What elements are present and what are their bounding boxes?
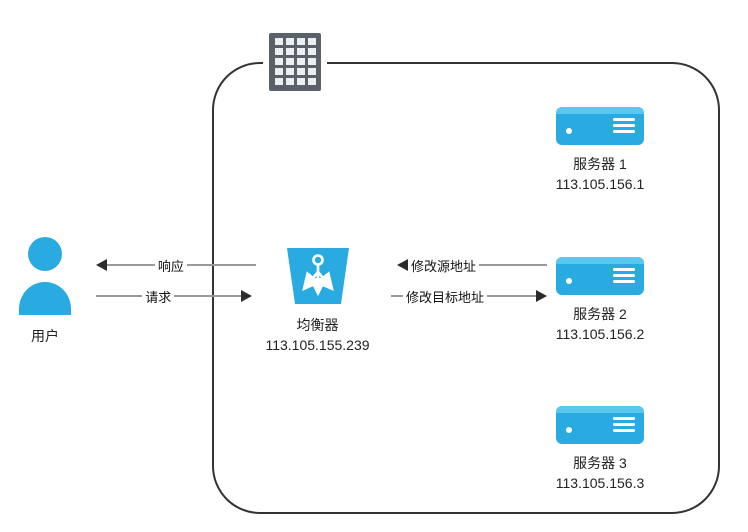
flow-modify-source: 修改源地址 bbox=[397, 256, 547, 274]
flow-line bbox=[174, 295, 241, 297]
server-node-3: 服务器 3 113.105.156.3 bbox=[548, 406, 652, 491]
load-balancer-labels: 均衡器 113.105.155.239 bbox=[240, 315, 395, 356]
server-node-1: 服务器 1 113.105.156.1 bbox=[548, 107, 652, 192]
load-balancer-label: 均衡器 bbox=[296, 317, 339, 333]
arrowhead-right-icon bbox=[536, 290, 547, 302]
flow-line bbox=[186, 264, 256, 266]
server-led-icon bbox=[566, 128, 572, 134]
server-icon bbox=[556, 107, 644, 145]
flow-request: 请求 bbox=[96, 287, 252, 305]
server-vents-icon bbox=[613, 417, 635, 432]
load-balancer-node bbox=[283, 242, 353, 310]
server-label: 服务器 1 bbox=[573, 156, 627, 172]
server-vents-icon bbox=[613, 118, 635, 133]
load-balancer-icon bbox=[287, 248, 349, 304]
flow-response-label: 响应 bbox=[157, 258, 184, 274]
flow-modify-target: 修改目标地址 bbox=[391, 287, 547, 305]
server-icon bbox=[556, 406, 644, 444]
building-icon-svg bbox=[269, 33, 321, 91]
server-ip: 113.105.156.2 bbox=[555, 326, 645, 342]
arrowhead-left-icon bbox=[397, 259, 408, 271]
user-label: 用户 bbox=[31, 328, 59, 344]
datacenter-boundary bbox=[212, 62, 720, 514]
flow-line bbox=[487, 295, 536, 297]
server-ip: 113.105.156.1 bbox=[555, 176, 645, 192]
user-node: 用户 bbox=[10, 235, 80, 346]
flow-line bbox=[479, 264, 547, 266]
server-led-icon bbox=[566, 427, 572, 433]
server-vents-icon bbox=[613, 268, 635, 283]
flow-modify-source-label: 修改源地址 bbox=[411, 258, 477, 274]
server-node-2: 服务器 2 113.105.156.2 bbox=[548, 257, 652, 342]
server-label: 服务器 3 bbox=[573, 455, 627, 471]
flow-request-label: 请求 bbox=[145, 289, 172, 305]
arrowhead-right-icon bbox=[241, 290, 252, 302]
flow-response: 响应 bbox=[96, 256, 256, 274]
user-icon bbox=[19, 237, 71, 315]
arrowhead-left-icon bbox=[96, 259, 107, 271]
server-label: 服务器 2 bbox=[573, 306, 627, 322]
server-led-icon bbox=[566, 278, 572, 284]
load-balancer-ip: 113.105.155.239 bbox=[265, 337, 370, 354]
building-icon bbox=[263, 27, 327, 97]
server-icon bbox=[556, 257, 644, 295]
flow-line bbox=[391, 295, 403, 297]
server-ip: 113.105.156.3 bbox=[555, 475, 645, 491]
flow-line bbox=[96, 295, 143, 297]
flow-line bbox=[107, 264, 155, 266]
flow-modify-target-label: 修改目标地址 bbox=[406, 289, 485, 305]
